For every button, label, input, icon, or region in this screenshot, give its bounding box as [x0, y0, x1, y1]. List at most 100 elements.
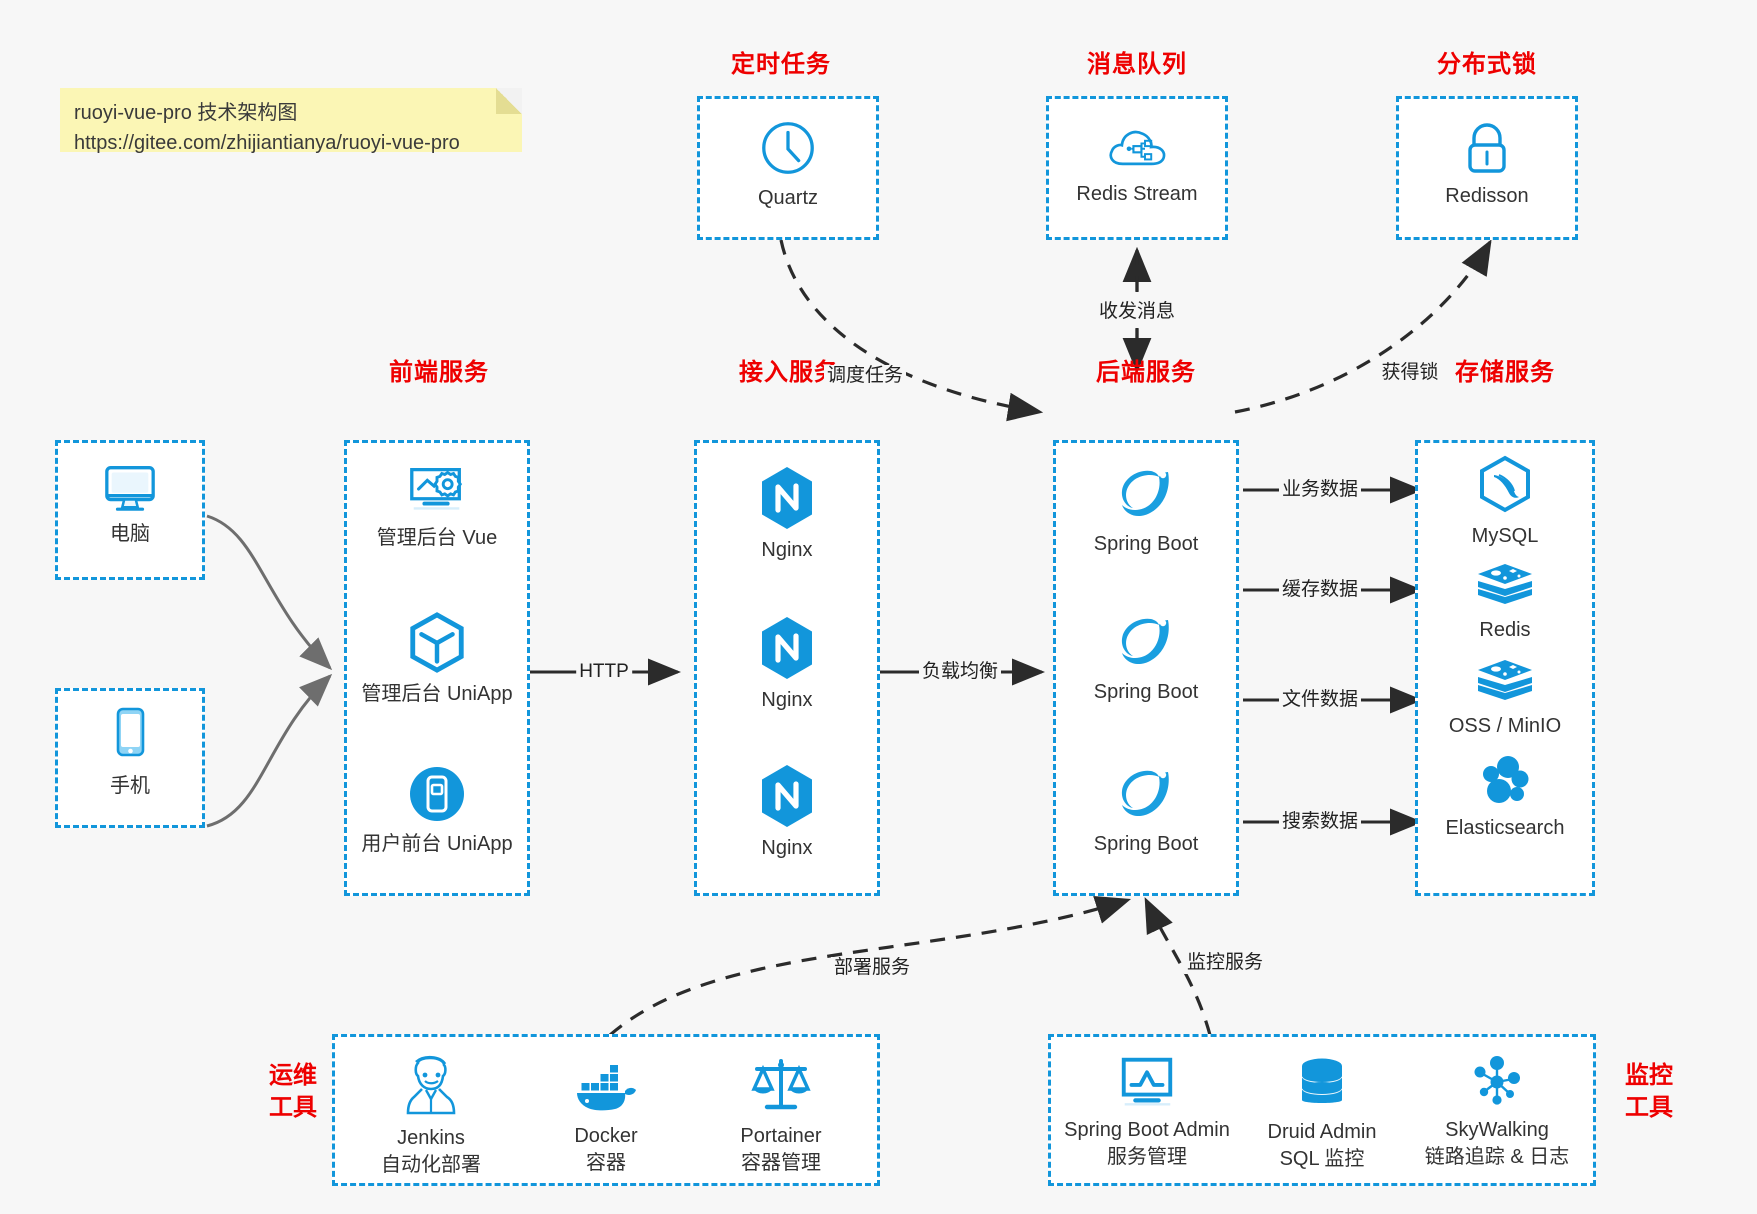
edge-label-cache-data: 缓存数据	[1278, 579, 1362, 601]
group-title-scheduler: 定时任务	[731, 51, 831, 78]
node-name: Jenkins	[397, 1127, 465, 1149]
node-portainer[interactable]: Portainer 容器管理	[510, 1055, 1052, 1177]
node-admin-vue[interactable]: 管理后台 Vue	[347, 461, 527, 551]
mq-box: Redis Stream	[1046, 96, 1228, 240]
node-druid-admin[interactable]: Druid Admin SQL 监控	[1051, 1055, 1593, 1173]
node-name: SkyWalking	[1445, 1119, 1549, 1141]
node-label: Redis Stream	[1076, 183, 1198, 205]
mysql-dolphin-icon	[1480, 455, 1530, 513]
lock-box: Redisson	[1396, 96, 1578, 240]
group-title-devops: 运维 工具	[258, 1060, 328, 1124]
node-elasticsearch[interactable]: Elasticsearch	[1418, 753, 1592, 841]
edge-label-acquire-lock: 获得锁	[1378, 362, 1442, 384]
node-jenkins[interactable]: Jenkins 自动化部署	[160, 1053, 702, 1179]
monitor-box: Spring Boot Admin 服务管理 Druid Admin SQL 监…	[1048, 1034, 1596, 1186]
redis-stack-icon	[1478, 660, 1532, 700]
spring-leaf-icon	[1121, 770, 1169, 817]
node-label: 用户前台 UniApp	[361, 833, 513, 855]
storage-box: MySQL Redis	[1415, 440, 1595, 896]
monitor-title-line1: 监控	[1625, 1062, 1673, 1089]
monitor-title-line2: 工具	[1625, 1094, 1673, 1121]
node-name: Spring Boot Admin	[1064, 1119, 1230, 1141]
node-label: 管理后台 Vue	[376, 527, 498, 549]
jenkins-butler-icon	[406, 1055, 456, 1115]
group-title-storage: 存储服务	[1455, 359, 1555, 386]
node-phone[interactable]: 手机	[58, 705, 202, 799]
edge-label-schedule-task: 调度任务	[823, 365, 907, 387]
group-title-mq: 消息队列	[1087, 51, 1187, 78]
group-title-monitor: 监控 工具	[1614, 1060, 1684, 1124]
nginx-icon	[762, 765, 812, 827]
client-phone-box: 手机	[55, 688, 205, 828]
lock-icon	[1468, 123, 1506, 173]
clock-icon	[762, 122, 814, 174]
edge-label-search-data: 搜索数据	[1278, 811, 1362, 833]
note-fold-corner	[496, 88, 522, 114]
cloud-network-icon	[1109, 130, 1166, 166]
monitor-icon	[105, 466, 155, 511]
note-url: https://gitee.com/zhijiantianya/ruoyi-vu…	[74, 132, 460, 154]
node-label: OSS / MinIO	[1448, 715, 1562, 737]
node-nginx-2[interactable]: Nginx	[697, 615, 877, 713]
group-title-gateway: 接入服务	[739, 359, 839, 386]
node-redis-stream[interactable]: Redis Stream	[1049, 119, 1225, 207]
group-title-lock: 分布式锁	[1437, 51, 1537, 78]
node-label: Nginx	[761, 689, 813, 711]
scheduler-box: Quartz	[697, 96, 879, 240]
dashboard-gear-icon	[410, 467, 463, 510]
node-mysql[interactable]: MySQL	[1418, 455, 1592, 549]
node-label: Quartz	[757, 187, 819, 209]
node-user-uniapp[interactable]: 用户前台 UniApp	[347, 763, 527, 857]
devops-title-line1: 运维	[269, 1062, 317, 1089]
node-name: Portainer	[740, 1125, 822, 1147]
edge-label-monitor-service: 监控服务	[1183, 952, 1267, 974]
node-name: Docker	[574, 1125, 638, 1147]
client-computer-box: 电脑	[55, 440, 205, 580]
node-nginx-3[interactable]: Nginx	[697, 763, 877, 861]
node-desc: 容器管理	[741, 1152, 821, 1174]
node-desc: 链路追踪 & 日志	[1424, 1146, 1570, 1168]
node-label: Spring Boot	[1093, 533, 1199, 555]
backend-box: Spring Boot Spring Boot Spring Boot	[1053, 440, 1239, 896]
node-name: Druid Admin	[1267, 1121, 1377, 1143]
edge-label-deploy-service: 部署服务	[830, 957, 914, 979]
spring-leaf-icon	[1121, 470, 1169, 517]
scales-icon	[751, 1059, 811, 1110]
node-nginx-1[interactable]: Nginx	[697, 465, 877, 563]
edge-label-business-data: 业务数据	[1278, 479, 1362, 501]
node-skywalking[interactable]: SkyWalking 链路追踪 & 日志	[1226, 1053, 1757, 1171]
sticky-note: ruoyi-vue-pro 技术架构图 https://gitee.com/zh…	[60, 88, 522, 154]
node-spring-boot-1[interactable]: Spring Boot	[1056, 463, 1236, 557]
monitor-chart-icon	[1121, 1057, 1173, 1106]
node-docker[interactable]: Docker 容器	[335, 1061, 877, 1177]
node-redis[interactable]: Redis	[1418, 559, 1592, 643]
node-desc: 自动化部署	[381, 1154, 481, 1176]
edge-label-loadbalance: 负载均衡	[918, 661, 1002, 683]
node-label: Redisson	[1445, 185, 1529, 207]
edge-label-file-data: 文件数据	[1278, 689, 1362, 711]
edge-label-http: HTTP	[576, 661, 632, 683]
devops-box: Jenkins 自动化部署 Docker 容器	[332, 1034, 880, 1186]
edge-label-send-receive-message: 收发消息	[1095, 301, 1179, 323]
nginx-icon	[762, 617, 812, 679]
node-admin-uniapp[interactable]: 管理后台 UniApp	[347, 611, 527, 707]
node-oss-minio[interactable]: OSS / MinIO	[1418, 655, 1592, 739]
nginx-icon	[762, 467, 812, 529]
phone-icon	[116, 707, 145, 757]
node-label: Redis	[1479, 619, 1531, 641]
node-label: Elasticsearch	[1445, 817, 1565, 839]
node-computer[interactable]: 电脑	[58, 459, 202, 547]
node-label: Spring Boot	[1093, 833, 1199, 855]
node-spring-boot-3[interactable]: Spring Boot	[1056, 763, 1236, 857]
cube-icon	[410, 612, 464, 673]
elasticsearch-icon	[1483, 756, 1529, 803]
gateway-box: Nginx Nginx Nginx	[694, 440, 880, 896]
node-redisson[interactable]: Redisson	[1399, 119, 1575, 209]
node-label: 管理后台 UniApp	[361, 683, 513, 705]
node-label: Nginx	[761, 539, 813, 561]
devops-title-line2: 工具	[269, 1094, 317, 1121]
node-spring-boot-2[interactable]: Spring Boot	[1056, 611, 1236, 705]
node-quartz[interactable]: Quartz	[700, 117, 876, 211]
node-spring-boot-admin[interactable]: Spring Boot Admin 服务管理	[876, 1053, 1418, 1171]
